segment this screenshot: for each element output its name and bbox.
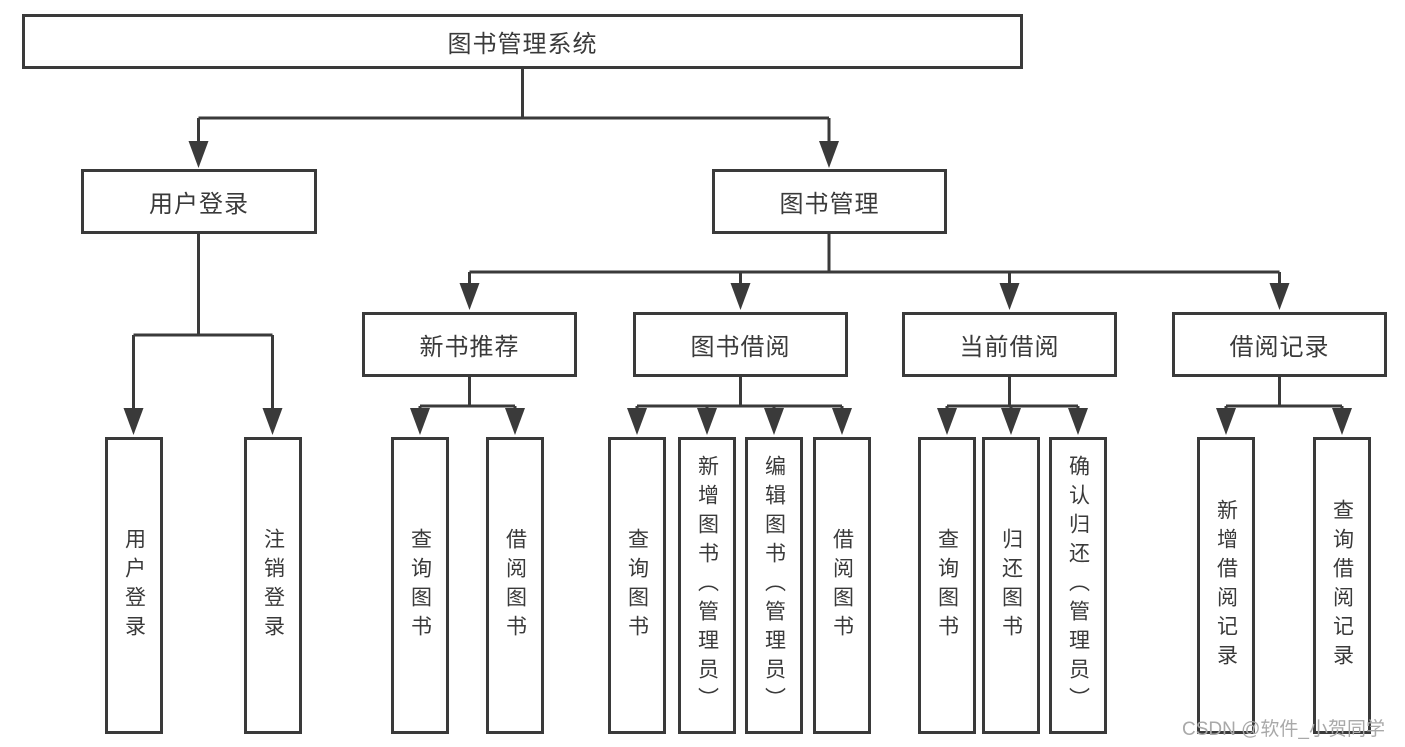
node-borrow-records-label: 借阅记录	[1229, 334, 1330, 361]
node-root: 图书管理系统	[22, 14, 1023, 69]
leaf-records-query-record: 查询借阅记录	[1313, 437, 1371, 734]
leaf-borrow-add-books-admin: 新增图书（管理员）	[678, 437, 736, 734]
leaf-newbook-borrow-books-label: 借阅图书	[503, 527, 527, 644]
node-book-management-label: 图书管理	[779, 191, 880, 218]
leaf-user-login: 用户登录	[105, 437, 163, 734]
leaf-current-query-books-label: 查询图书	[935, 527, 959, 644]
csdn-watermark: CSDN @软件_小贺同学	[1182, 719, 1385, 740]
leaf-borrow-add-books-admin-label: 新增图书（管理员）	[695, 455, 719, 716]
leaf-current-confirm-return-admin: 确认归还（管理员）	[1049, 437, 1107, 734]
leaf-borrow-edit-books-admin-label: 编辑图书（管理员）	[762, 455, 786, 716]
node-current-borrow: 当前借阅	[902, 312, 1117, 377]
leaf-newbook-query-books-label: 查询图书	[408, 527, 432, 644]
node-new-book-recommend: 新书推荐	[362, 312, 577, 377]
node-new-book-recommend-label: 新书推荐	[419, 334, 520, 361]
leaf-current-return-books-label: 归还图书	[999, 527, 1023, 644]
leaf-user-login-label: 用户登录	[122, 527, 146, 644]
leaf-borrow-borrow-books: 借阅图书	[813, 437, 871, 734]
leaf-logout-login-label: 注销登录	[261, 527, 285, 644]
leaf-borrow-query-books: 查询图书	[608, 437, 666, 734]
leaf-newbook-borrow-books: 借阅图书	[486, 437, 544, 734]
node-book-borrow-label: 图书借阅	[690, 334, 791, 361]
leaf-logout-login: 注销登录	[244, 437, 302, 734]
leaf-borrow-query-books-label: 查询图书	[625, 527, 649, 644]
node-current-borrow-label: 当前借阅	[959, 334, 1060, 361]
node-book-borrow: 图书借阅	[633, 312, 848, 377]
leaf-current-return-books: 归还图书	[982, 437, 1040, 734]
leaf-records-query-record-label: 查询借阅记录	[1330, 498, 1354, 673]
node-book-management: 图书管理	[712, 169, 947, 234]
leaf-borrow-edit-books-admin: 编辑图书（管理员）	[745, 437, 803, 734]
node-root-label: 图书管理系统	[447, 31, 598, 58]
node-borrow-records: 借阅记录	[1172, 312, 1387, 377]
leaf-current-query-books: 查询图书	[918, 437, 976, 734]
leaf-current-confirm-return-admin-label: 确认归还（管理员）	[1066, 455, 1090, 716]
node-user-login: 用户登录	[81, 169, 317, 234]
leaf-borrow-borrow-books-label: 借阅图书	[830, 527, 854, 644]
leaf-records-add-record: 新增借阅记录	[1197, 437, 1255, 734]
leaf-records-add-record-label: 新增借阅记录	[1214, 498, 1238, 673]
node-user-login-label: 用户登录	[149, 191, 249, 218]
leaf-newbook-query-books: 查询图书	[391, 437, 449, 734]
